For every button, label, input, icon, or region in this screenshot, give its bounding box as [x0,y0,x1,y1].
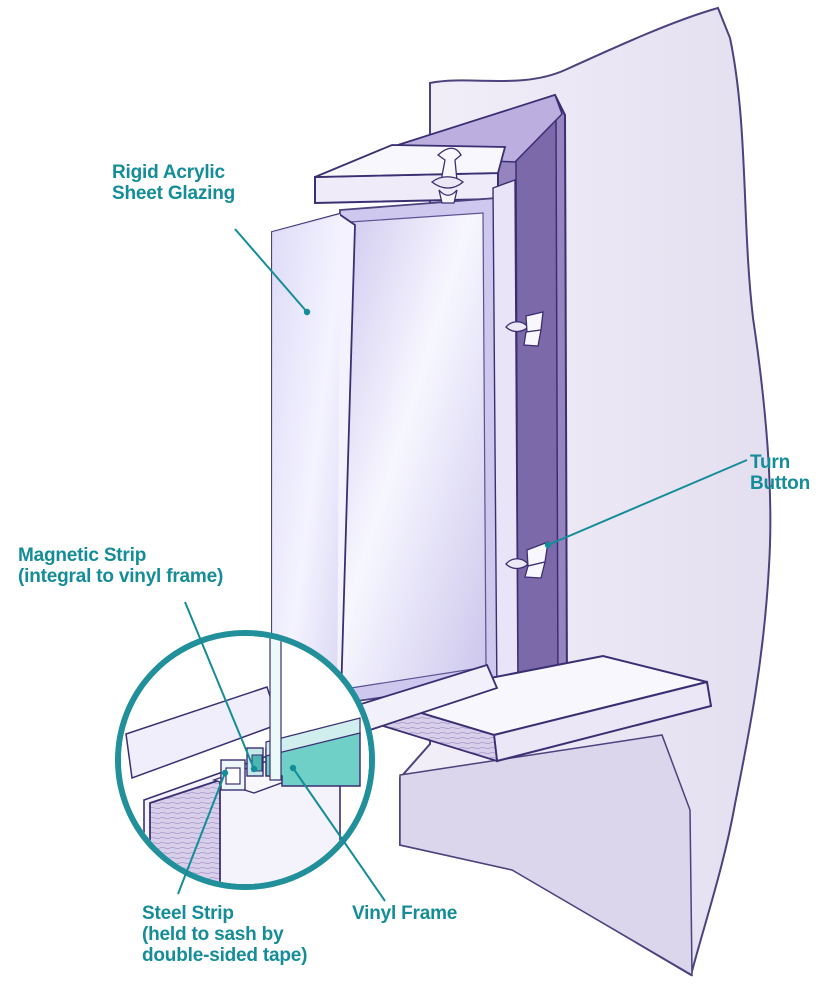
acrylic-sheet-face [272,214,340,745]
apron-shadow [399,734,693,977]
leader-glazing-dot [303,308,311,316]
label-magnetic-strip-line-1: Magnetic Strip [18,545,147,566]
leader-magnetic-strip [184,601,255,770]
label-steel-strip: Steel Strip (held to sash by double-side… [142,903,307,966]
inner-glass [337,212,487,691]
label-steel-strip-line-2: (held to sash by [142,924,284,945]
label-turn-button-line-1: Turn [750,452,791,473]
magnified-callout [115,630,375,890]
head-casing [314,171,499,205]
label-glazing-line-1: Rigid Acrylic [112,162,225,183]
turn-button-middle [505,311,544,347]
head-casing-top [314,144,507,178]
leader-steel-strip [177,772,226,895]
label-steel-strip-line-1: Steel Strip [142,903,234,924]
turn-button-top [430,147,465,204]
label-vinyl-frame: Vinyl Frame [352,903,457,924]
leader-turn-button-dot [544,541,552,549]
inner-jamb [492,179,519,701]
leader-vinyl-frame-dot [289,764,297,772]
label-turn-button: Turn Button [750,452,810,494]
leader-glazing [234,228,308,313]
turn-button-lower [505,540,549,579]
label-magnetic-strip-line-2: (integral to vinyl frame) [18,566,224,587]
leader-vinyl-frame [292,767,386,902]
window-trim-front [515,116,559,699]
leader-magnetic-strip-dot [250,765,258,773]
leader-turn-button [547,459,748,546]
leader-steel-strip-dot [221,769,229,777]
label-rigid-acrylic-sheet-glazing: Rigid Acrylic Sheet Glazing [112,162,235,204]
label-turn-button-line-2: Button [750,473,810,494]
label-glazing-line-2: Sheet Glazing [112,183,236,204]
label-steel-strip-line-3: double-sided tape) [142,945,308,966]
label-vinyl-frame-line-1: Vinyl Frame [352,903,458,924]
label-magnetic-strip: Magnetic Strip (integral to vinyl frame) [18,545,223,587]
